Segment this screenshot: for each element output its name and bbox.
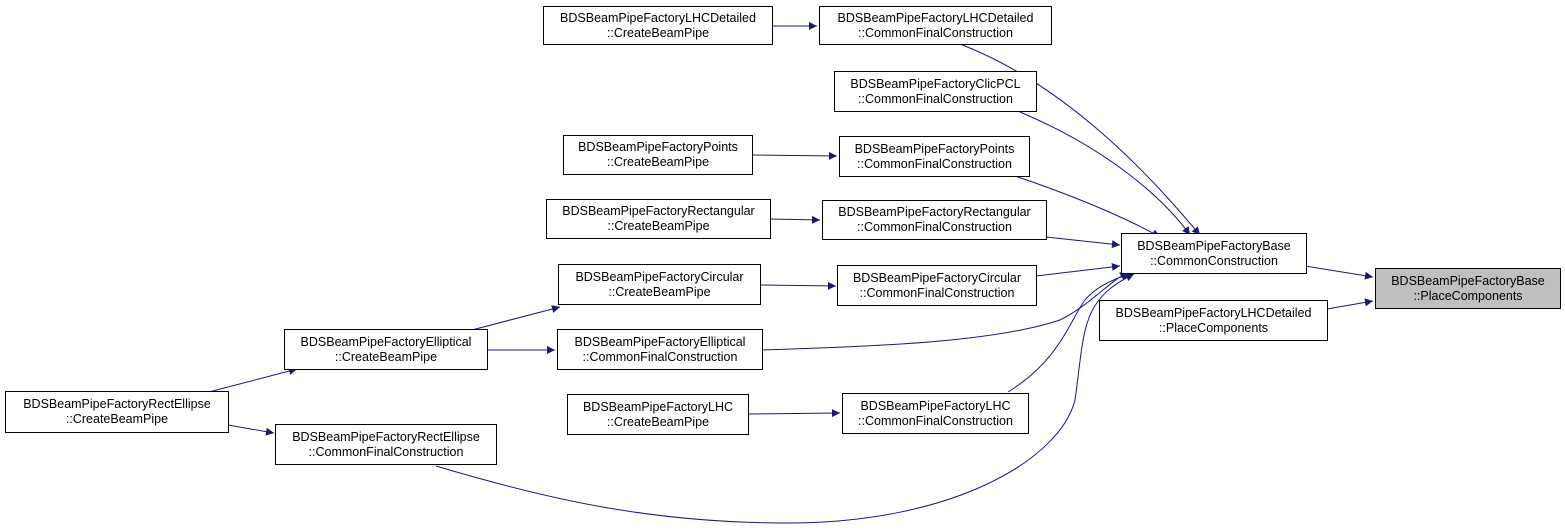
- node-label-class: BDSBeamPipeFactoryLHC: [582, 399, 734, 414]
- node-label-method: ::CommonFinalConstruction: [308, 444, 464, 459]
- edge-rect-create-to-rect-cfc: [769, 215, 821, 224]
- node-base-placecomponents-current: BDSBeamPipeFactoryBase ::PlaceComponents: [1375, 268, 1561, 309]
- node-lhcdetailed-createbeampipe[interactable]: BDSBeamPipeFactoryLHCDetailed ::CreateBe…: [543, 6, 773, 45]
- edge-base-cc-to-base-pc: [1304, 265, 1374, 280]
- node-label-class: BDSBeamPipeFactoryClicPCL: [850, 76, 1021, 91]
- node-rectangular-commonfinalconstruction[interactable]: BDSBeamPipeFactoryRectangular ::CommonFi…: [822, 200, 1047, 240]
- edge-lhc-cfc-to-base-cc: [1007, 272, 1131, 393]
- node-lhc-commonfinalconstruction[interactable]: BDSBeamPipeFactoryLHC ::CommonFinalConst…: [842, 393, 1029, 434]
- node-label-class: BDSBeamPipeFactoryLHCDetailed: [1115, 305, 1312, 320]
- node-label-class: BDSBeamPipeFactoryLHC: [860, 398, 1011, 413]
- edge-ell-create-to-circ-create: [467, 305, 561, 332]
- edge-rectell-create-to-ell-create: [204, 367, 298, 394]
- node-label-method: ::CreateBeamPipe: [608, 284, 711, 299]
- edge-rectell-create-to-rectell-cfc: [227, 424, 275, 436]
- node-label-method: ::CreateBeamPipe: [606, 414, 710, 429]
- node-label-class: BDSBeamPipeFactoryLHCDetailed: [560, 10, 756, 25]
- node-rectangular-createbeampipe[interactable]: BDSBeamPipeFactoryRectangular ::CreateBe…: [546, 199, 771, 239]
- edge-rect-cfc-to-base-cc: [1045, 236, 1121, 249]
- edge-lhcd-cfc-to-base-cc: [959, 43, 1201, 236]
- node-base-commonconstruction[interactable]: BDSBeamPipeFactoryBase ::CommonConstruct…: [1121, 233, 1307, 274]
- node-label-class: BDSBeamPipeFactoryRectEllipse: [292, 429, 480, 444]
- node-label-method: ::CreateBeamPipe: [607, 219, 710, 233]
- node-points-createbeampipe[interactable]: BDSBeamPipeFactoryPoints ::CreateBeamPip…: [563, 135, 753, 175]
- edge-lhc-create-to-lhc-cfc: [747, 409, 841, 418]
- node-label-method: ::CommonFinalConstruction: [857, 220, 1012, 234]
- node-rectellipse-commonfinalconstruction[interactable]: BDSBeamPipeFactoryRectEllipse ::CommonFi…: [275, 424, 497, 465]
- node-label-method: ::CreateBeamPipe: [606, 25, 710, 40]
- node-label-method: ::PlaceComponents: [1413, 288, 1523, 303]
- node-label-method: ::PlaceComponents: [1158, 320, 1269, 335]
- edge-circ-create-to-circ-cfc: [759, 281, 837, 290]
- node-label-method: ::CommonFinalConstruction: [858, 413, 1013, 428]
- edge-ell-cfc-to-base-cc: [761, 271, 1129, 351]
- node-lhcdetailed-commonfinalconstruction[interactable]: BDSBeamPipeFactoryLHCDetailed ::CommonFi…: [819, 6, 1052, 45]
- node-lhc-createbeampipe[interactable]: BDSBeamPipeFactoryLHC ::CreateBeamPipe: [567, 394, 749, 435]
- node-label-method: ::CommonFinalConstruction: [582, 349, 738, 364]
- node-label-method: ::CreateBeamPipe: [334, 349, 438, 364]
- node-elliptical-commonfinalconstruction[interactable]: BDSBeamPipeFactoryElliptical ::CommonFin…: [557, 329, 763, 370]
- node-label-class: BDSBeamPipeFactoryLHCDetailed: [837, 10, 1034, 25]
- edge-lhcd-pc-to-base-pc: [1326, 298, 1374, 310]
- node-clicpcl-commonfinalconstruction[interactable]: BDSBeamPipeFactoryClicPCL ::CommonFinalC…: [834, 71, 1037, 112]
- node-label-class: BDSBeamPipeFactoryRectangular: [838, 205, 1031, 219]
- edge-circ-cfc-to-base-cc: [1035, 262, 1121, 277]
- node-label-method: ::CreateBeamPipe: [65, 412, 169, 426]
- node-circular-commonfinalconstruction[interactable]: BDSBeamPipeFactoryCircular ::CommonFinal…: [837, 265, 1037, 306]
- node-label-method: ::CommonFinalConstruction: [858, 25, 1013, 40]
- node-label-method: ::CommonFinalConstruction: [857, 156, 1012, 171]
- node-label-class: BDSBeamPipeFactoryRectEllipse: [23, 397, 211, 411]
- node-label-class: BDSBeamPipeFactoryCircular: [852, 270, 1022, 285]
- node-label-class: BDSBeamPipeFactoryBase: [1391, 273, 1545, 288]
- node-label-method: ::CommonConstruction: [1150, 253, 1278, 268]
- node-label-method: ::CreateBeamPipe: [606, 155, 710, 169]
- node-circular-createbeampipe[interactable]: BDSBeamPipeFactoryCircular ::CreateBeamP…: [558, 264, 761, 305]
- node-label-class: BDSBeamPipeFactoryRectangular: [562, 204, 755, 218]
- node-label-class: BDSBeamPipeFactoryPoints: [578, 140, 738, 154]
- node-lhcdetailed-placecomponents[interactable]: BDSBeamPipeFactoryLHCDetailed ::PlaceCom…: [1099, 300, 1328, 341]
- node-points-commonfinalconstruction[interactable]: BDSBeamPipeFactoryPoints ::CommonFinalCo…: [839, 136, 1030, 177]
- node-label-class: BDSBeamPipeFactoryElliptical: [300, 334, 472, 349]
- node-rectellipse-createbeampipe[interactable]: BDSBeamPipeFactoryRectEllipse ::CreateBe…: [5, 391, 229, 433]
- edge-points-cfc-to-base-cc: [1014, 175, 1161, 238]
- node-label-class: BDSBeamPipeFactoryBase: [1137, 238, 1291, 253]
- node-label-class: BDSBeamPipeFactoryCircular: [575, 269, 744, 284]
- node-label-class: BDSBeamPipeFactoryPoints: [854, 141, 1015, 156]
- node-label-class: BDSBeamPipeFactoryElliptical: [574, 334, 746, 349]
- node-elliptical-createbeampipe[interactable]: BDSBeamPipeFactoryElliptical ::CreateBea…: [284, 329, 488, 370]
- edge-clicpcl-cfc-to-base-cc: [1019, 111, 1191, 236]
- node-label-method: ::CommonFinalConstruction: [859, 285, 1015, 300]
- node-label-method: ::CommonFinalConstruction: [858, 91, 1013, 106]
- edge-points-create-to-points-cfc: [751, 151, 838, 160]
- edge-rectell-cfc-to-base-cc: [435, 273, 1135, 524]
